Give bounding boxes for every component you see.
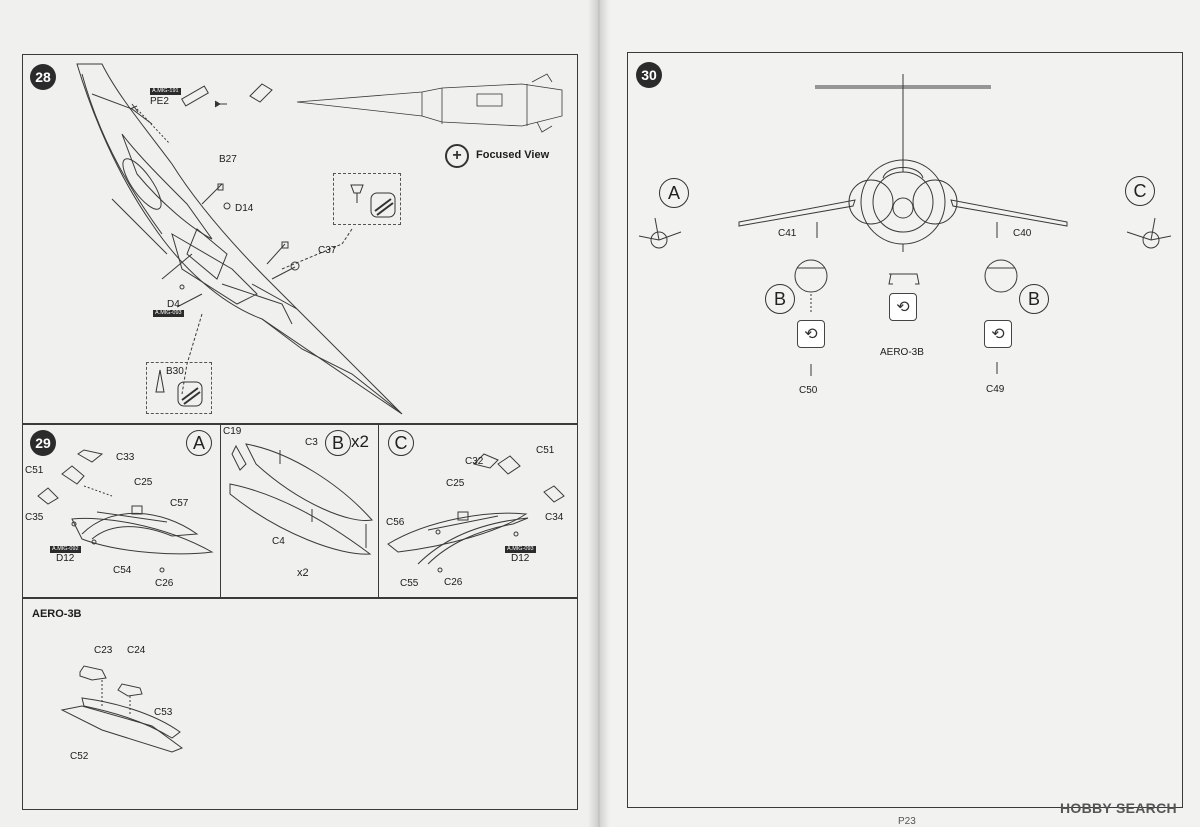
part-c26-c: C26 [444,577,463,588]
front-view-aircraft-drawing [638,74,1172,376]
c37-detail-callout [333,173,401,225]
part-c32-c: C32 [465,456,484,467]
rotate-icon-right: ⟲ [984,320,1012,348]
part-c25-a: C25 [134,477,153,488]
pe2-sheet-tag: A.MIG-191 [150,88,181,95]
step-29-badge: 29 [30,430,56,456]
part-c54-a: C54 [113,565,132,576]
step-29-divider-2 [378,424,380,598]
variant-b-footer-x2: x2 [297,567,309,579]
page-number: P23 [898,816,916,827]
pylon-b-left-marker: B [765,284,795,314]
d4-sheet-tag: A.MIG-093 [153,310,184,317]
part-c19-b: C19 [223,426,242,437]
aero-3b-rail-drawing [60,665,184,753]
part-c50: C50 [799,385,818,396]
part-c55-c: C55 [400,578,419,589]
right-page [598,0,1200,827]
watermark: HOBBY SEARCH [1060,800,1177,816]
part-d4-label: D4 [167,299,180,310]
focused-view-label: Focused View [476,149,550,161]
page-gutter [588,0,610,827]
part-c49: C49 [986,384,1005,395]
part-b30-label: B30 [166,366,184,377]
wingtip-c-marker: C [1125,176,1155,206]
part-b27-label: B27 [219,154,237,165]
variant-c-marker: C [388,430,414,456]
aero-3b-center-label: AERO-3B [880,347,924,358]
part-d12-c: D12 [511,553,530,564]
c37-detail-drawing [350,184,396,218]
part-c23-aero: C23 [94,645,113,656]
pylon-b-right-marker: B [1019,284,1049,314]
variant-a-pylon-drawing [37,449,214,573]
part-pe2-label: PE2 [150,96,169,107]
part-c53-aero: C53 [154,707,173,718]
variant-c-pylon-drawing [387,453,565,573]
part-c37-label: C37 [318,245,337,256]
part-c56-c: C56 [386,517,405,528]
d12-c-sheet-tag: A.MIG-093 [505,546,536,553]
part-c24-aero: C24 [127,645,146,656]
variant-a-marker: A [186,430,212,456]
step-29-panel [22,424,578,598]
wingtip-a-marker: A [659,178,689,208]
variant-b-multiplier: x2 [351,432,369,451]
part-c4-b: C4 [272,536,285,547]
b30-detail-callout [146,362,212,414]
part-c25-c: C25 [446,478,465,489]
part-c51-c: C51 [536,445,555,456]
step-30-panel [627,52,1183,808]
d12-a-sheet-tag: A.MIG-092 [50,546,81,553]
part-c3-b: C3 [305,437,318,448]
part-c51-a: C51 [25,465,44,476]
part-d14-label: D14 [235,203,254,214]
b30-detail-drawing [155,369,203,407]
part-c52-aero: C52 [70,751,89,762]
aero-3b-title: AERO-3B [32,608,82,620]
left-page [0,0,598,827]
aero-3b-panel [22,598,578,810]
part-c34-c: C34 [545,512,564,523]
part-d12-a: D12 [56,553,75,564]
step-29-divider-1 [220,424,222,598]
variant-b-marker: B [325,430,351,456]
variant-b-tank-drawing [229,443,373,555]
part-c40: C40 [1013,228,1032,239]
focused-view-icon: + [445,144,469,168]
part-c57-a: C57 [170,498,189,509]
step-28-badge: 28 [30,64,56,90]
part-c26-a: C26 [155,578,174,589]
part-c35-a: C35 [25,512,44,523]
part-c33-a: C33 [116,452,135,463]
step-28-fuselage-drawing [76,63,563,415]
step-30-badge: 30 [636,62,662,88]
rotate-icon-center: ⟲ [889,293,917,321]
part-c41: C41 [778,228,797,239]
step-28-panel [22,54,578,424]
rotate-icon-left: ⟲ [797,320,825,348]
